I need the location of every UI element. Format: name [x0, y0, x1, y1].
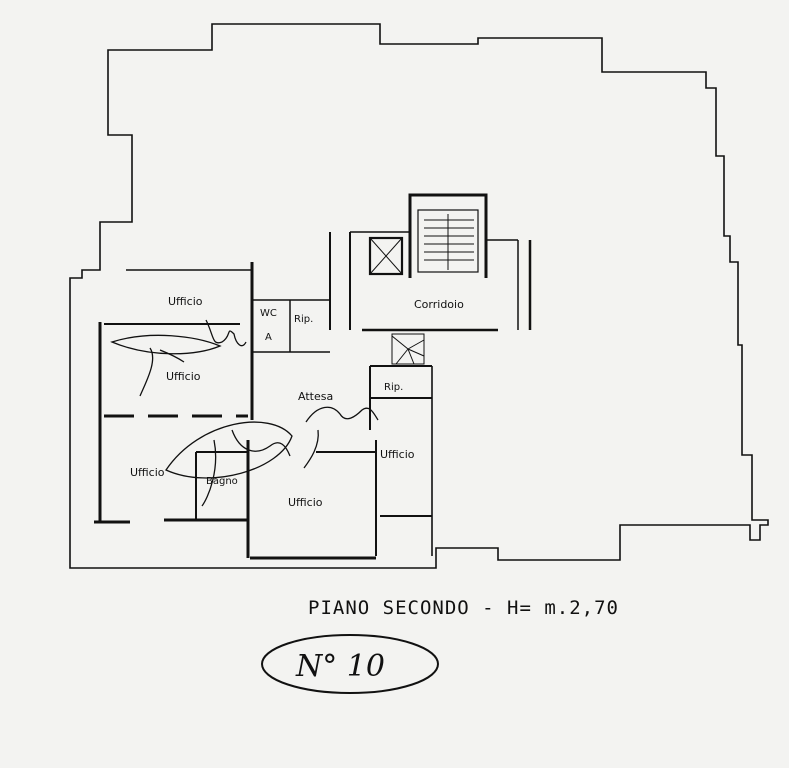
- room-label-wc: WC: [260, 308, 277, 319]
- room-label-rip-mid: Rip.: [384, 382, 403, 393]
- stair-core: [329, 193, 532, 332]
- room-label-corridoio: Corridoio: [414, 298, 464, 311]
- signature-2: [165, 406, 379, 507]
- room-label-rip-top: Rip.: [294, 314, 313, 325]
- room-label-ufficio-bottom-left: Ufficio: [130, 466, 165, 479]
- plan-caption: PIANO SECONDO - H= m.2,70: [308, 597, 619, 619]
- signature-1: [110, 319, 247, 397]
- building-outline: [69, 23, 769, 569]
- room-label-ufficio-right: Ufficio: [380, 448, 415, 461]
- room-label-bagno: Bagno: [206, 476, 238, 487]
- room-label-ufficio-top: Ufficio: [168, 295, 203, 308]
- number-badge-text: N° 10: [295, 649, 385, 684]
- room-label-ufficio-mid: Ufficio: [166, 370, 201, 383]
- room-label-attesa: Attesa: [298, 390, 333, 403]
- room-label-wc-letter: A: [265, 332, 272, 343]
- number-badge: N° 10: [261, 634, 439, 694]
- room-label-ufficio-bottom-center: Ufficio: [288, 496, 323, 509]
- walls: [94, 262, 433, 560]
- fan-stair: [391, 333, 425, 365]
